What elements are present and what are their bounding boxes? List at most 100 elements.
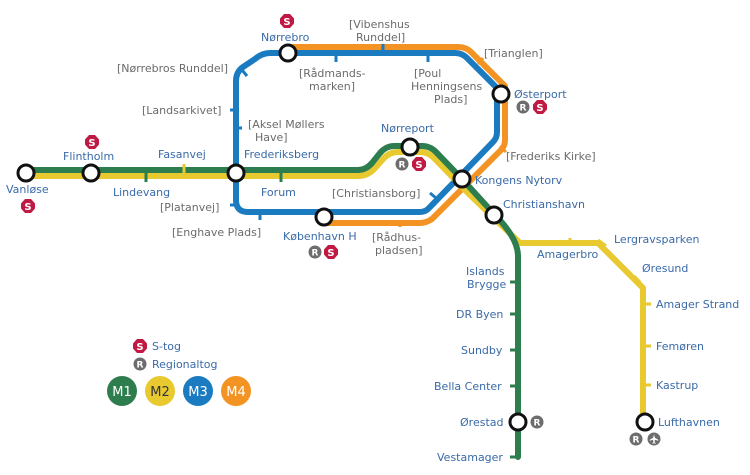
legend-line-label: M1 bbox=[112, 385, 132, 400]
legend-stog-label: S-tog bbox=[152, 340, 181, 353]
svg-text:R: R bbox=[520, 104, 527, 114]
station-norreport[interactable] bbox=[400, 137, 420, 157]
label-vestamager: Vestamager bbox=[437, 451, 503, 464]
regional-icon: R bbox=[133, 357, 147, 371]
regional-icon: R bbox=[308, 245, 322, 259]
label-kobenhavn-h: København H bbox=[283, 230, 357, 243]
planned-platanvej: [Platanvej] bbox=[160, 201, 219, 214]
label-flintholm: Flintholm bbox=[63, 150, 114, 163]
svg-text:S: S bbox=[415, 160, 422, 171]
label-norrebro: Nørrebro bbox=[261, 31, 310, 44]
station-norrebro[interactable] bbox=[278, 43, 298, 63]
legend-line-badges: M1 M2 M3 M4 bbox=[107, 376, 251, 406]
planned-poul-2: Henningsens bbox=[411, 80, 482, 93]
stog-icon: S bbox=[280, 14, 294, 28]
stog-icon: S bbox=[21, 199, 35, 213]
line-m4 bbox=[285, 44, 508, 226]
planned-poul-3: Plads] bbox=[434, 93, 467, 106]
label-kongens-nytorv: Kongens Nytorv bbox=[475, 174, 563, 187]
planned-frederiks-kirke: [Frederiks Kirke] bbox=[506, 150, 596, 163]
label-kastrup: Kastrup bbox=[656, 379, 698, 392]
label-orestad: Ørestad bbox=[460, 416, 503, 429]
station-osterport[interactable] bbox=[491, 84, 511, 104]
stog-icon: S bbox=[133, 339, 147, 353]
line-m2 bbox=[23, 149, 646, 427]
station-christianshavn[interactable] bbox=[484, 205, 504, 225]
line-m1 bbox=[23, 143, 521, 460]
airplane-icon bbox=[647, 432, 661, 446]
svg-text:R: R bbox=[312, 249, 319, 259]
label-frederiksberg: Frederiksberg bbox=[244, 148, 319, 161]
legend-line-m2: M2 bbox=[145, 376, 175, 406]
planned-radmands-1: [Rådmands- bbox=[299, 67, 366, 80]
svg-text:R: R bbox=[399, 161, 406, 171]
station-labels: Vanløse Flintholm Lindevang Fasanvej Fre… bbox=[6, 31, 739, 464]
station-lufthavnen[interactable] bbox=[635, 412, 655, 432]
station-kobenhavn-h[interactable] bbox=[314, 207, 334, 227]
station-vanlose[interactable] bbox=[16, 163, 36, 183]
planned-aksel-2: Have] bbox=[255, 131, 288, 144]
legend-line-label: M3 bbox=[188, 385, 208, 400]
legend-line-label: M4 bbox=[226, 385, 246, 400]
tick-trianglen bbox=[476, 57, 485, 65]
stog-badges: S S S S S S S bbox=[21, 14, 547, 353]
legend-line-m1: M1 bbox=[107, 376, 137, 406]
svg-text:R: R bbox=[633, 436, 640, 446]
label-osterport: Østerport bbox=[514, 88, 567, 101]
line-m3 bbox=[233, 50, 500, 215]
label-norreport: Nørreport bbox=[381, 122, 435, 135]
label-christianshavn: Christianshavn bbox=[503, 198, 585, 211]
svg-text:S: S bbox=[327, 248, 334, 259]
label-oresund: Øresund bbox=[642, 262, 688, 275]
label-lergravsparken: Lergravsparken bbox=[614, 233, 700, 246]
station-orestad[interactable] bbox=[508, 412, 528, 432]
tick-norrebros-runddel bbox=[240, 69, 249, 77]
stog-icon: S bbox=[412, 157, 426, 171]
m4-line-path bbox=[285, 44, 508, 226]
svg-text:S: S bbox=[536, 103, 543, 114]
regional-icon: R bbox=[395, 157, 409, 171]
m1-line-path bbox=[23, 143, 521, 460]
label-bella-center: Bella Center bbox=[434, 380, 502, 393]
planned-poul-1: [Poul bbox=[414, 67, 441, 80]
label-dr-byen: DR Byen bbox=[456, 308, 503, 321]
station-ticks bbox=[144, 44, 651, 459]
regional-icon: R bbox=[530, 415, 544, 429]
svg-text:S: S bbox=[24, 202, 31, 213]
planned-landsarkivet: [Landsarkivet] bbox=[142, 104, 221, 117]
svg-text:S: S bbox=[136, 342, 143, 353]
planned-labels: [Vibenshus Runddel] [Rådmands- marken] [… bbox=[117, 18, 596, 257]
tick-frederiks-kirke bbox=[498, 144, 508, 154]
planned-vibenshus-1: [Vibenshus bbox=[349, 18, 410, 31]
planned-radhus-2: pladsen] bbox=[375, 244, 423, 257]
tick-oresund bbox=[632, 274, 642, 284]
label-amager-strand: Amager Strand bbox=[656, 298, 739, 311]
regional-icon: R bbox=[629, 432, 643, 446]
label-fasanvej: Fasanvej bbox=[158, 148, 206, 161]
planned-aksel-1: [Aksel Møllers bbox=[248, 118, 325, 131]
label-forum: Forum bbox=[261, 186, 296, 199]
m3-line-path bbox=[233, 50, 500, 215]
station-flintholm[interactable] bbox=[81, 163, 101, 183]
svg-text:R: R bbox=[534, 419, 541, 429]
planned-radmands-2: marken] bbox=[309, 80, 355, 93]
m2-line-path bbox=[23, 149, 646, 427]
planned-trianglen: [Trianglen] bbox=[484, 47, 543, 60]
label-lufthavnen: Lufthavnen bbox=[658, 416, 720, 429]
tick-lergravsparken bbox=[597, 238, 607, 248]
legend-line-m4: M4 bbox=[221, 376, 251, 406]
label-vanlose: Vanløse bbox=[6, 183, 49, 196]
station-frederiksberg[interactable] bbox=[226, 163, 246, 183]
stog-icon: S bbox=[85, 135, 99, 149]
station-kongens-nytorv[interactable] bbox=[452, 169, 472, 189]
svg-text:S: S bbox=[283, 17, 290, 28]
stog-icon: S bbox=[533, 100, 547, 114]
label-sundby: Sundby bbox=[461, 344, 503, 357]
planned-norrebros-runddel: [Nørrebros Runddel] bbox=[117, 62, 228, 75]
planned-christiansborg: [Christiansborg] bbox=[332, 187, 420, 200]
tick-christiansborg bbox=[429, 191, 437, 200]
legend-line-m3: M3 bbox=[183, 376, 213, 406]
label-amagerbro: Amagerbro bbox=[537, 248, 599, 261]
